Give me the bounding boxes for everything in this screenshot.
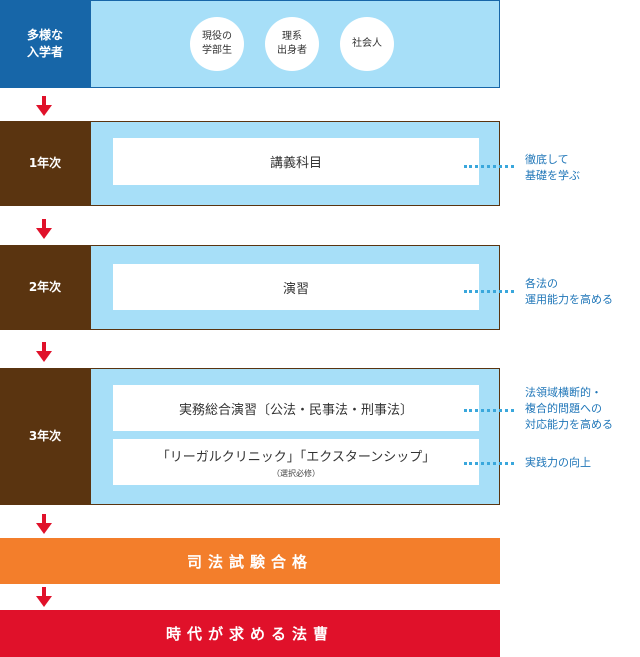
year1-connector bbox=[464, 165, 514, 168]
bar-exam-bar: 司法試験合格 bbox=[0, 538, 500, 584]
bar-exam-label: 司法試験合格 bbox=[186, 552, 313, 571]
stage-year1-label: 1年次 bbox=[0, 121, 90, 206]
goal-label: 時代が求める法曹 bbox=[165, 625, 334, 643]
year3-elective-note-right: 実践力の向上 bbox=[525, 456, 591, 469]
year1-course-label: 講義科目 bbox=[269, 156, 322, 171]
year3-elective-note: （選択必修） bbox=[272, 468, 320, 478]
stage-entrants-label: 多様な 入学者 bbox=[0, 0, 90, 88]
year1-course-box: 講義科目 bbox=[113, 138, 479, 185]
down-arrow-icon bbox=[36, 96, 52, 116]
year3-practice-label: 実務総合演習〔公法・民事法・刑事法〕 bbox=[178, 402, 413, 418]
year2-seminar-box: 演習 bbox=[113, 264, 479, 310]
year3-elective-label: 「リーガルクリニック」「エクスターンシップ」 bbox=[156, 449, 436, 465]
down-arrow-icon bbox=[36, 219, 52, 239]
goal-bar: 時代が求める法曹 bbox=[0, 610, 500, 657]
year3-practice-box: 実務総合演習〔公法・民事法・刑事法〕 bbox=[113, 385, 479, 431]
stage-year2-label: 2年次 bbox=[0, 245, 90, 330]
year1-note: 徹底して 基礎を学ぶ bbox=[525, 153, 580, 182]
down-arrow-icon bbox=[36, 587, 52, 607]
down-arrow-icon bbox=[36, 342, 52, 362]
year3-elective-connector bbox=[464, 462, 514, 465]
year3-practice-connector bbox=[464, 409, 514, 412]
stage-year3-label: 3年次 bbox=[0, 368, 90, 505]
year2-seminar-label: 演習 bbox=[282, 281, 309, 297]
year3-practice-note: 法領域横断的・ 複合的問題への 対応能力を高める bbox=[525, 386, 613, 431]
year2-note: 各法の 運用能力を高める bbox=[525, 277, 613, 306]
entrant-undergrad: 現役の 学部生 bbox=[190, 17, 244, 71]
down-arrow-icon bbox=[36, 514, 52, 534]
year2-connector bbox=[464, 290, 514, 293]
entrant-science: 理系 出身者 bbox=[265, 17, 319, 71]
year3-elective-box: 「リーガルクリニック」「エクスターンシップ」 （選択必修） bbox=[113, 439, 479, 485]
entrant-working: 社会人 bbox=[340, 17, 394, 71]
